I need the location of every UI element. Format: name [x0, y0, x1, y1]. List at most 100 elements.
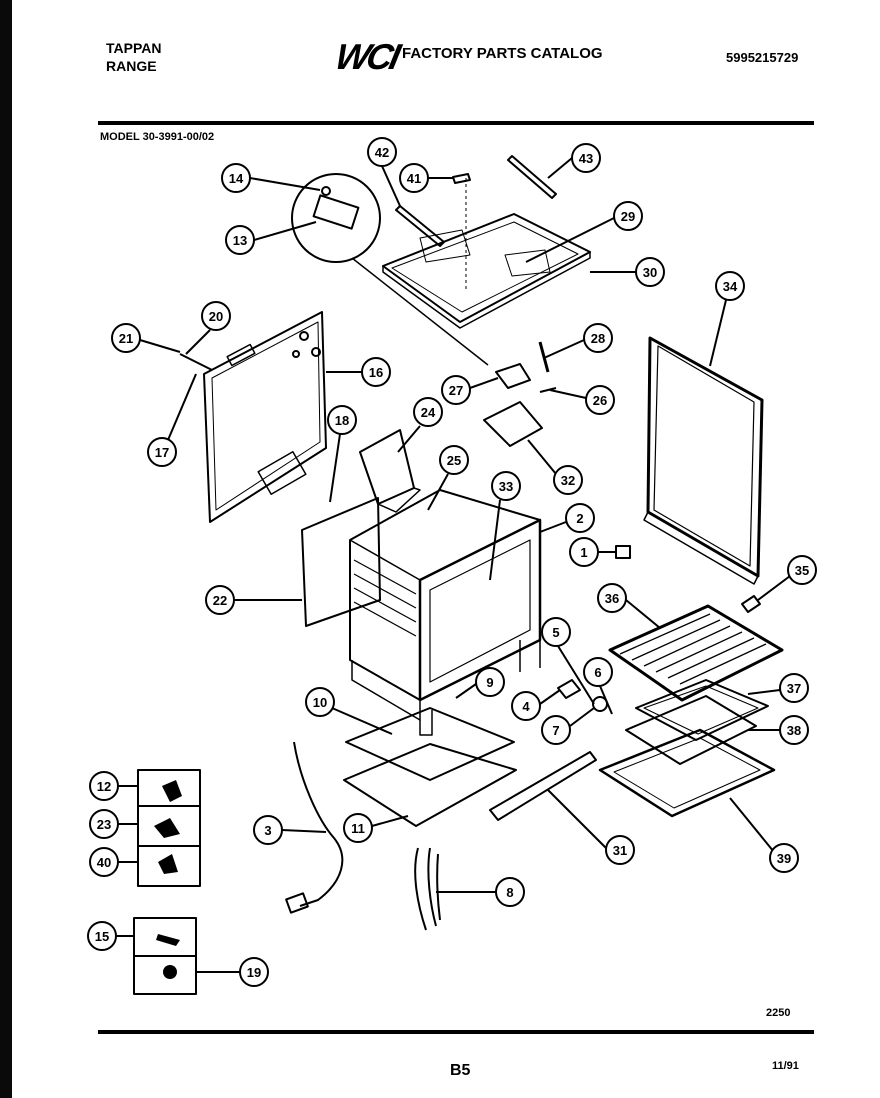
callout-3: 3	[253, 815, 327, 845]
svg-text:14: 14	[229, 171, 244, 186]
svg-text:20: 20	[209, 309, 223, 324]
callout-26: 26	[549, 385, 615, 415]
callout-24: 24	[397, 397, 443, 453]
svg-text:17: 17	[155, 445, 169, 460]
svg-text:2: 2	[576, 511, 583, 526]
callout-28: 28	[543, 323, 613, 359]
svg-text:30: 30	[643, 265, 657, 280]
callout-40: 40	[89, 847, 138, 877]
callout-30: 30	[590, 257, 665, 287]
svg-text:3: 3	[264, 823, 271, 838]
svg-text:39: 39	[777, 851, 791, 866]
part-41	[452, 173, 471, 184]
svg-text:4: 4	[522, 699, 530, 714]
part-31	[489, 751, 597, 821]
callout-15: 15	[87, 921, 134, 951]
callout-27: 27	[441, 375, 499, 405]
broiler-pan-39	[598, 728, 776, 818]
broiler-pan-37	[635, 679, 769, 741]
svg-text:15: 15	[95, 929, 109, 944]
brand-line-1: TAPPAN	[106, 40, 162, 56]
svg-text:28: 28	[591, 331, 605, 346]
callout-38: 38	[748, 715, 809, 745]
side-panel	[203, 311, 327, 523]
part-1	[615, 545, 631, 559]
part-4	[557, 679, 581, 699]
svg-text:33: 33	[499, 479, 513, 494]
svg-text:21: 21	[119, 331, 133, 346]
part-27	[495, 363, 531, 389]
catalog-title: FACTORY PARTS CATALOG	[402, 45, 603, 62]
callout-1: 1	[569, 537, 616, 567]
cooktop	[382, 213, 591, 323]
svg-text:8: 8	[506, 885, 513, 900]
callout-36: 36	[597, 583, 661, 629]
callout-42: 42	[367, 137, 401, 207]
burner-box	[359, 429, 415, 505]
inset-box-upper	[137, 769, 201, 887]
svg-text:25: 25	[447, 453, 461, 468]
scan-edge	[0, 0, 12, 1098]
callout-39: 39	[729, 797, 799, 873]
callout-14: 14	[221, 163, 321, 193]
callout-20: 20	[185, 301, 231, 355]
footer-rule	[98, 1030, 814, 1034]
svg-text:36: 36	[605, 591, 619, 606]
svg-text:27: 27	[449, 383, 463, 398]
model-label: MODEL 30-3991-00/02	[100, 131, 215, 143]
callout-4: 4	[511, 689, 561, 721]
callout-18: 18	[327, 405, 357, 503]
svg-text:9: 9	[486, 675, 493, 690]
panel-11	[343, 743, 517, 827]
svg-text:40: 40	[97, 855, 111, 870]
part-42	[395, 205, 445, 247]
callout-37: 37	[747, 673, 809, 703]
callout-5: 5	[541, 617, 595, 705]
svg-text:42: 42	[375, 145, 389, 160]
callout-35: 35	[757, 555, 817, 601]
callout-33: 33	[489, 471, 521, 581]
callout-17: 17	[147, 373, 197, 467]
callout-23: 23	[89, 809, 138, 839]
callout-13: 13	[225, 221, 317, 255]
callout-12: 12	[89, 771, 138, 801]
svg-text:12: 12	[97, 779, 111, 794]
callout-19: 19	[196, 957, 269, 987]
svg-text:38: 38	[787, 723, 801, 738]
broiler-grid	[608, 604, 784, 702]
power-cord	[293, 741, 344, 907]
callout-2: 2	[539, 503, 595, 533]
part-35	[741, 595, 761, 613]
callout-29: 29	[525, 201, 643, 263]
panel-10	[345, 707, 515, 781]
callout-6: 6	[583, 657, 613, 715]
part-32	[483, 401, 543, 447]
callout-11: 11	[343, 813, 409, 843]
svg-text:26: 26	[593, 393, 607, 408]
svg-text:31: 31	[613, 843, 627, 858]
callout-21: 21	[111, 323, 181, 353]
svg-text:24: 24	[421, 405, 436, 420]
svg-text:29: 29	[621, 209, 635, 224]
header-rule	[98, 121, 814, 125]
callout-34: 34	[709, 271, 745, 367]
broiler-pan-38	[625, 695, 757, 765]
callout-22: 22	[205, 585, 302, 615]
part-14-screw	[321, 186, 331, 196]
svg-text:5: 5	[552, 625, 559, 640]
svg-text:19: 19	[247, 965, 261, 980]
svg-text:11: 11	[351, 821, 365, 836]
callout-7: 7	[541, 707, 595, 745]
svg-text:16: 16	[369, 365, 383, 380]
svg-text:10: 10	[313, 695, 327, 710]
svg-text:37: 37	[787, 681, 801, 696]
part-8	[414, 847, 441, 931]
part-43	[507, 155, 557, 199]
svg-text:34: 34	[723, 279, 738, 294]
svg-text:1: 1	[580, 545, 587, 560]
catalog-date: 11/91	[772, 1060, 799, 1072]
callout-32: 32	[527, 439, 583, 495]
svg-text:41: 41	[407, 171, 421, 186]
part-13-block	[312, 194, 360, 230]
